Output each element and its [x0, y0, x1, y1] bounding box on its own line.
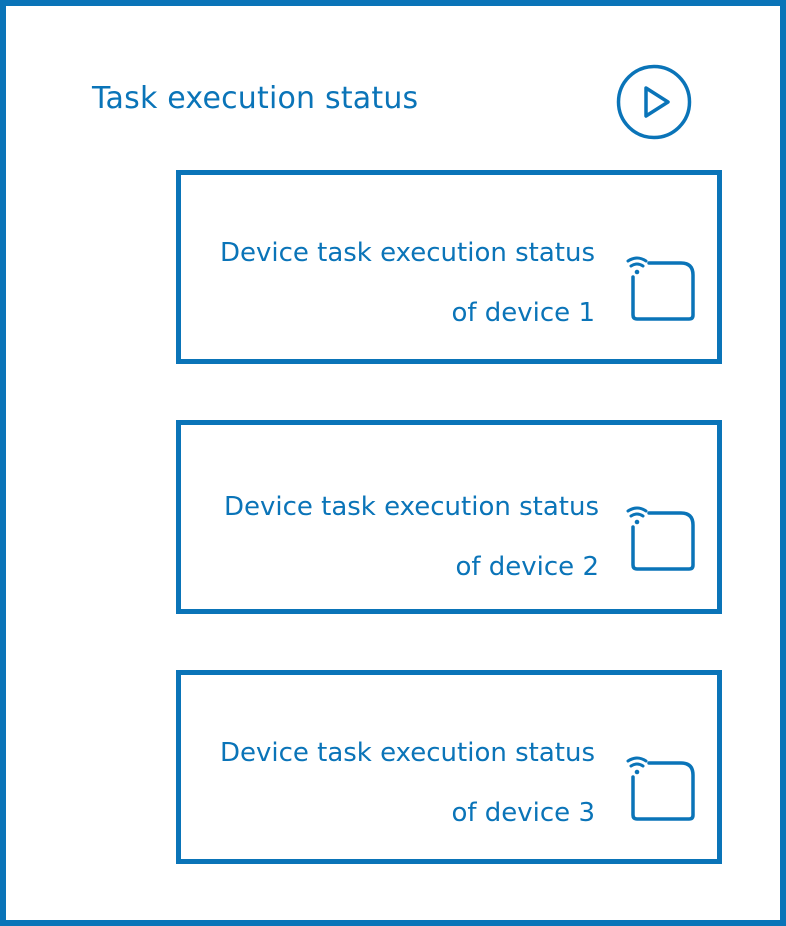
device-status-line-2: of device 1	[451, 298, 595, 328]
device-status-text: Device task execution status of device 3	[203, 723, 595, 843]
device-card-2: Device task execution status of device 2	[176, 420, 722, 614]
device-card-3: Device task execution status of device 3	[176, 670, 722, 864]
device-status-line-1: Device task execution status	[223, 492, 599, 522]
panel-title: Task execution status	[92, 81, 419, 116]
device-status-line-1: Device task execution status	[219, 738, 595, 768]
wireless-device-icon	[626, 256, 695, 321]
device-status-line-2: of device 3	[451, 798, 595, 828]
device-status-line-2: of device 2	[455, 552, 599, 582]
device-card-1: Device task execution status of device 1	[176, 170, 722, 364]
device-status-text: Device task execution status of device 1	[203, 223, 595, 343]
wireless-device-icon	[626, 506, 695, 571]
device-status-text: Device task execution status of device 2	[207, 477, 599, 597]
wireless-device-icon	[626, 756, 695, 821]
play-icon[interactable]	[616, 64, 692, 140]
device-status-line-1: Device task execution status	[219, 238, 595, 268]
